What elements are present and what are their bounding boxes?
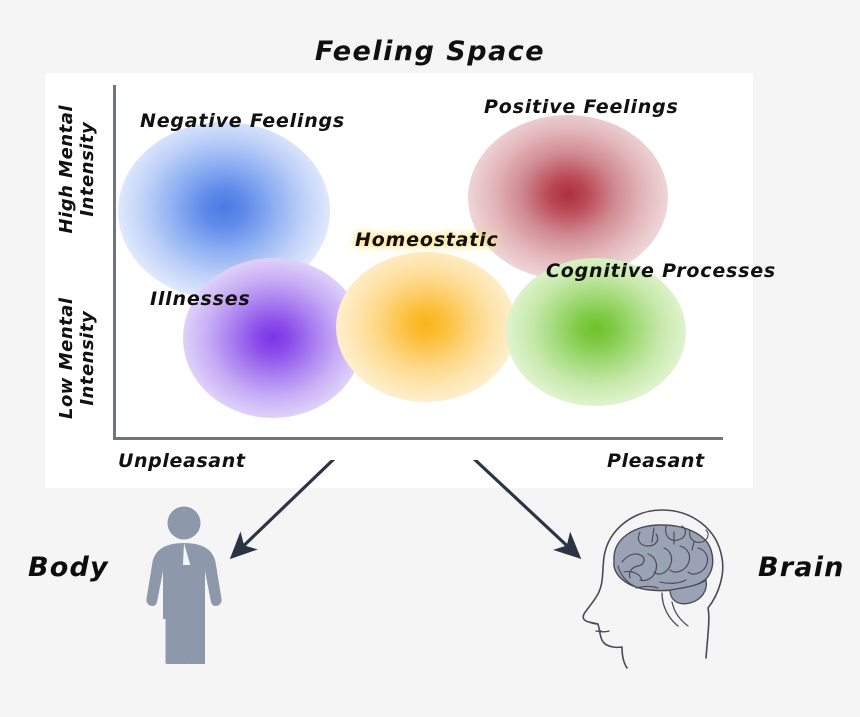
person-icon bbox=[146, 506, 222, 664]
x-axis-line bbox=[113, 437, 723, 440]
y-axis-label-high: High Mental Intensity bbox=[56, 84, 98, 254]
y-axis-line bbox=[113, 85, 116, 440]
cluster-label-cognitive-processes: Cognitive Processes bbox=[546, 260, 777, 282]
y-axis-label-high-line2: Intensity bbox=[77, 121, 98, 217]
arrow-down-right-icon bbox=[472, 460, 582, 560]
x-axis-label-pleasant: Pleasant bbox=[607, 450, 705, 472]
arrow-down-left-icon bbox=[229, 460, 336, 560]
y-axis-label-low-line2: Intensity bbox=[77, 310, 98, 406]
page-title: Feeling Space bbox=[314, 36, 546, 67]
arrows-group bbox=[229, 460, 582, 560]
cluster-label-negative-feelings: Negative Feelings bbox=[140, 110, 346, 132]
head-brain-icon bbox=[582, 509, 724, 669]
cluster-label-homeostatic: Homeostatic bbox=[355, 229, 499, 251]
y-axis-label-low: Low Mental Intensity bbox=[56, 273, 98, 443]
cluster-label-positive-feelings: Positive Feelings bbox=[484, 96, 679, 118]
body-label: Body bbox=[28, 552, 109, 583]
cluster-label-illnesses: Illnesses bbox=[150, 288, 251, 310]
y-axis-label-low-line1: Low Mental bbox=[55, 297, 77, 420]
x-axis-label-unpleasant: Unpleasant bbox=[118, 450, 246, 472]
y-axis-label-high-line1: High Mental bbox=[55, 104, 77, 234]
brain-label: Brain bbox=[758, 552, 845, 583]
